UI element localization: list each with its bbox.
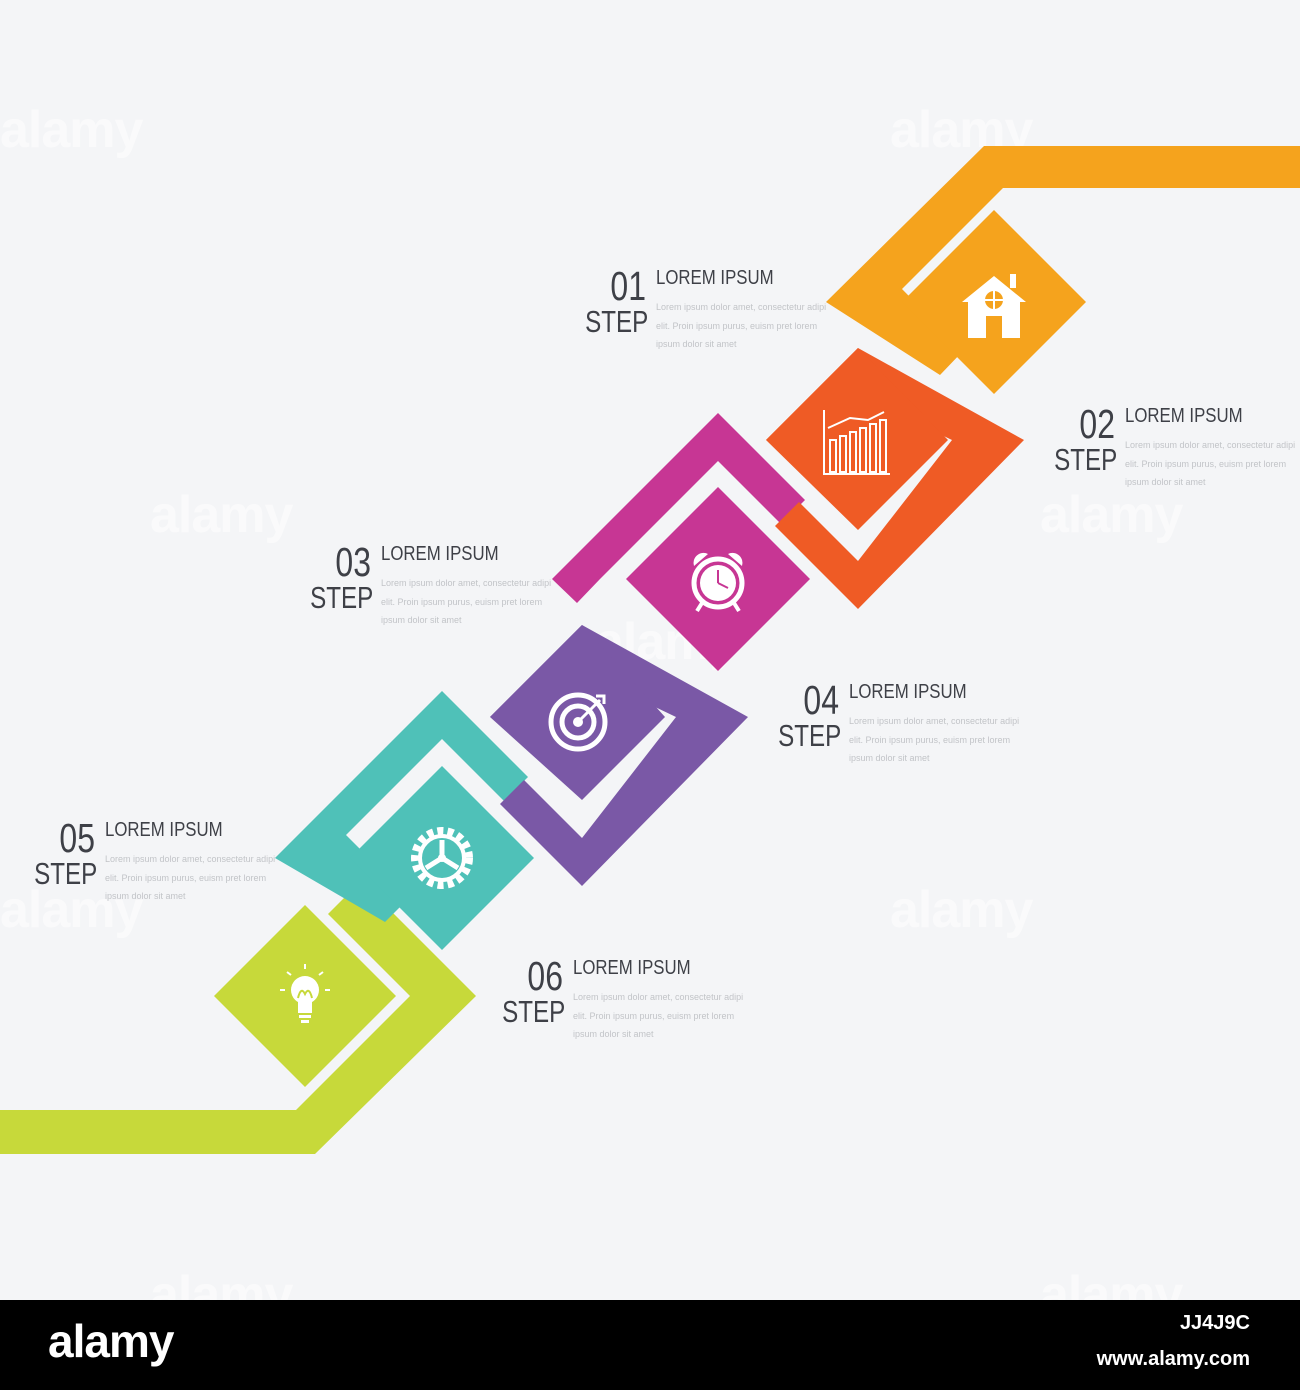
light-bulb-icon [280, 964, 330, 1023]
step-5-label: 05 STEP LOREM IPSUM Lorem ipsum dolor am… [17, 815, 275, 926]
house-icon [962, 274, 1026, 338]
lime-connector-line [0, 881, 476, 1154]
stock-footer-bar: alamy JJ4J9C www.alamy.com [0, 1300, 1300, 1390]
image-id: JJ4J9C [1179, 1312, 1250, 1334]
infographic-canvas: alamy alamy alamy alamy alamy alamy alam… [0, 101, 1300, 1154]
step-description: Lorem ipsum dolor amet, consectetur adip… [849, 716, 1020, 763]
step-description: Lorem ipsum dolor amet, consectetur adip… [105, 854, 276, 901]
site-url: www.alamy.com [1096, 1348, 1250, 1370]
step-title: LOREM IPSUM [105, 819, 223, 841]
step-word: STEP [310, 580, 374, 615]
orange-connector-line [826, 146, 1300, 375]
alamy-logo: alamy [48, 1315, 174, 1367]
step-description: Lorem ipsum dolor amet, consectetur adip… [381, 578, 552, 625]
step-1-label: 01 STEP LOREM IPSUM Lorem ipsum dolor am… [568, 263, 826, 374]
bar-chart-icon [823, 410, 890, 475]
step-3-frame [552, 413, 805, 603]
step-number: 03 [335, 539, 371, 585]
step-description: Lorem ipsum dolor amet, consectetur adip… [573, 992, 744, 1039]
step-title: LOREM IPSUM [1125, 405, 1243, 427]
step-2-label: 02 STEP LOREM IPSUM Lorem ipsum dolor am… [1037, 401, 1295, 512]
watermark: alamy [1040, 486, 1183, 544]
target-icon [548, 692, 608, 752]
step-number: 05 [59, 815, 95, 861]
step-number: 01 [610, 263, 646, 309]
step-number: 06 [527, 953, 563, 999]
step-chain-diagram [0, 146, 1300, 1154]
gear-icon [411, 827, 473, 889]
step-title: LOREM IPSUM [849, 681, 967, 703]
step-number: 04 [803, 677, 839, 723]
step-word: STEP [502, 994, 566, 1029]
step-word: STEP [1054, 442, 1118, 477]
step-title: LOREM IPSUM [573, 957, 691, 979]
step-title: LOREM IPSUM [656, 267, 774, 289]
watermark: alamy [890, 881, 1033, 939]
watermark: alamy [0, 101, 143, 159]
step-number: 02 [1079, 401, 1115, 447]
step-5-frame [275, 691, 528, 922]
step-word: STEP [778, 718, 842, 753]
alarm-clock-icon [691, 552, 745, 613]
step-word: STEP [34, 856, 98, 891]
watermark: alamy [0, 881, 143, 939]
step-4-diamond [490, 625, 665, 800]
step-6-label: 06 STEP LOREM IPSUM Lorem ipsum dolor am… [485, 953, 743, 1064]
step-4-label: 04 STEP LOREM IPSUM Lorem ipsum dolor am… [761, 677, 1019, 788]
step-word: STEP [585, 304, 649, 339]
watermark: alamy [150, 486, 293, 544]
step-3-label: 03 STEP LOREM IPSUM Lorem ipsum dolor am… [293, 539, 551, 650]
step-title: LOREM IPSUM [381, 543, 499, 565]
step-description: Lorem ipsum dolor amet, consectetur adip… [656, 302, 827, 349]
step-description: Lorem ipsum dolor amet, consectetur adip… [1125, 440, 1296, 487]
